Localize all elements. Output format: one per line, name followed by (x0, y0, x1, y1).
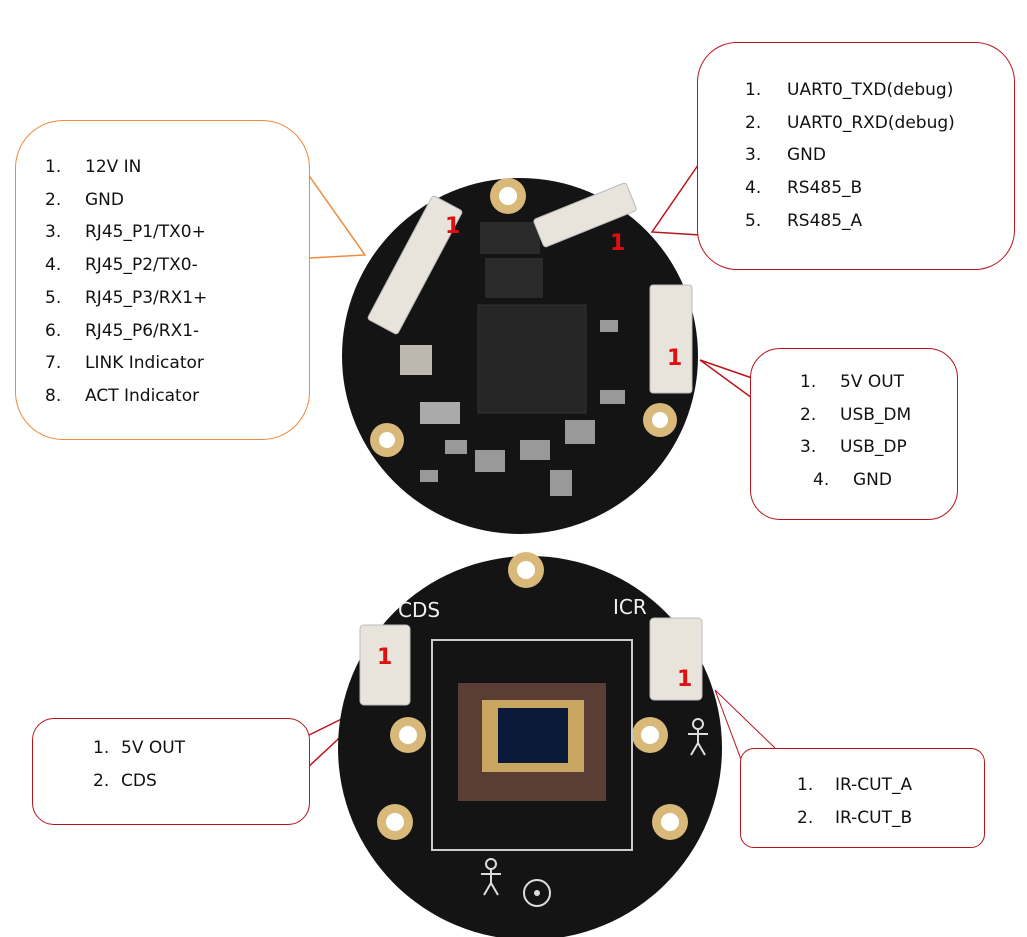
item-number: 2. (93, 771, 110, 791)
pin1-marker: 1 (610, 231, 625, 256)
item-label: UART0_RXD(debug) (787, 112, 955, 133)
item-label: RJ45_P6/RX1- (85, 320, 200, 341)
callout-tail-usb (699, 359, 753, 399)
item-number: 4. (45, 255, 62, 276)
pin1-marker: 1 (445, 214, 460, 239)
item-number: 5. (45, 287, 62, 308)
item-number: 5. (745, 210, 762, 231)
item-label: RJ45_P3/RX1+ (85, 287, 208, 308)
callout-usb (750, 348, 958, 520)
item-number: 1. (93, 738, 110, 758)
item-label: IR-CUT_A (835, 775, 913, 795)
pin1-marker: 1 (667, 346, 682, 371)
sensor-board: CDS ICR 1 1 (338, 552, 722, 937)
callout-cds (32, 718, 310, 825)
item-number: 6. (45, 320, 62, 341)
icr-label: ICR (613, 595, 647, 619)
item-label: GND (853, 470, 892, 491)
item-label: 5V OUT (121, 738, 186, 758)
item-label: LINK Indicator (85, 353, 204, 374)
callout-tail-power (304, 169, 367, 259)
callout-tail-ircut (714, 689, 776, 771)
item-number: 2. (797, 808, 814, 828)
pin1-marker: 1 (377, 645, 392, 670)
person-icon (481, 858, 501, 896)
pin1-marker: 1 (677, 667, 692, 692)
item-label: RJ45_P2/TX0- (85, 255, 198, 276)
item-label: UART0_TXD(debug) (787, 80, 954, 100)
item-number: 4. (745, 178, 762, 199)
callout-power-ethernet (15, 120, 310, 440)
item-label: ACT Indicator (85, 385, 200, 406)
item-label: 12V IN (85, 157, 142, 177)
item-number: 2. (45, 189, 62, 210)
person-icon (688, 718, 708, 756)
item-number: 3. (800, 437, 817, 458)
item-number: 1. (45, 157, 62, 177)
item-label: USB_DM (840, 404, 912, 425)
item-number: 3. (45, 222, 62, 243)
item-label: RJ45_P1/TX0+ (85, 222, 206, 243)
cds-label: CDS (398, 598, 440, 622)
item-label: RS485_B (787, 178, 863, 199)
callout-tail-uart (650, 154, 706, 236)
item-label: CDS (121, 771, 157, 791)
item-label: GND (85, 189, 124, 210)
item-number: 8. (45, 385, 62, 406)
item-number: 4. (813, 470, 830, 491)
item-number: 2. (745, 112, 762, 133)
callout-uart-rs485 (697, 42, 1015, 270)
item-label: IR-CUT_B (835, 808, 913, 828)
item-number: 2. (800, 404, 817, 425)
item-number: 1. (745, 80, 762, 100)
item-number: 7. (45, 353, 62, 374)
item-number: 1. (800, 372, 817, 392)
item-label: GND (787, 145, 826, 166)
item-number: 3. (745, 145, 762, 166)
item-number: 1. (797, 775, 814, 795)
item-label: USB_DP (840, 437, 907, 458)
main-board: 1 1 1 (342, 178, 698, 534)
item-label: RS485_A (787, 210, 863, 231)
callout-ircut (740, 748, 985, 848)
item-label: 5V OUT (840, 372, 905, 392)
